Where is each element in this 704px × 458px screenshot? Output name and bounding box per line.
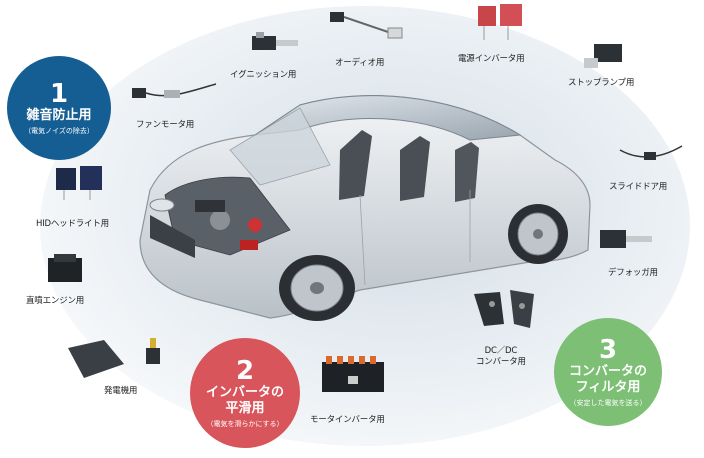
audio-capacitor-icon (328, 8, 408, 52)
stop-lamp-capacitor-icon (582, 40, 632, 78)
generator-capacitor-icon (64, 334, 164, 388)
slide-door-capacitor-icon (618, 138, 688, 172)
motor-inverter-capacitor-icon (320, 354, 390, 400)
label-fan-motor: ファンモータ用 (136, 120, 195, 130)
category-3-title-line2: フィルタ用 (575, 380, 641, 395)
label-audio: オーディオ用 (335, 58, 385, 68)
front-wheel (279, 255, 355, 321)
category-2-number: 2 (235, 356, 255, 386)
rear-wheel (508, 204, 568, 264)
category-2-title-line2: 平滑用 (225, 401, 265, 416)
label-power-inverter: 電源インバータ用 (458, 54, 525, 64)
fan-motor-capacitor-icon (128, 82, 220, 110)
category-3-title-line1: コンバータの (568, 364, 647, 379)
category-1-subtitle: （電気ノイズの除去） (24, 127, 94, 135)
hid-headlight-capacitor-icon (52, 162, 112, 206)
label-ignition: イグニッション用 (230, 70, 297, 80)
defogger-capacitor-icon (598, 224, 658, 258)
ignition-capacitor-icon (248, 30, 308, 64)
category-3-subtitle: （安定した電気を送る） (569, 399, 647, 407)
category-1-number: 1 (49, 79, 69, 109)
label-hid-headlight: HIDヘッドライト用 (36, 219, 109, 229)
dc-dc-converter-capacitor-icon (470, 284, 540, 338)
label-motor-inverter: モータインバータ用 (310, 415, 385, 425)
category-1-noise-prevention-badge: 1 雑音防止用 （電気ノイズの除去） (7, 56, 111, 160)
category-2-title-line1: インバータの (205, 385, 284, 400)
label-dc-converter: DC／DC コンバータ用 (476, 346, 526, 368)
category-2-inverter-smoothing-badge: 2 インバータの 平滑用 （電気を滑らかにする） (190, 338, 300, 448)
label-defogger: デフォッガ用 (608, 268, 658, 278)
label-stop-lamp: ストップランプ用 (568, 78, 635, 88)
label-generator: 発電機用 (104, 386, 138, 396)
power-inverter-capacitor-icon (474, 0, 534, 46)
category-3-converter-filter-badge: 3 コンバータの フィルタ用 （安定した電気を送る） (554, 318, 662, 426)
direct-injection-capacitor-icon (46, 252, 86, 290)
category-1-title: 雑音防止用 (26, 108, 92, 123)
label-slide-door: スライドドア用 (609, 182, 668, 192)
category-3-number: 3 (598, 335, 618, 365)
label-direct-injection: 直噴エンジン用 (26, 296, 85, 306)
label-dc-converter-line2: コンバータ用 (476, 357, 526, 367)
category-2-subtitle: （電気を滑らかにする） (206, 420, 284, 428)
label-dc-converter-line1: DC／DC (484, 346, 518, 356)
